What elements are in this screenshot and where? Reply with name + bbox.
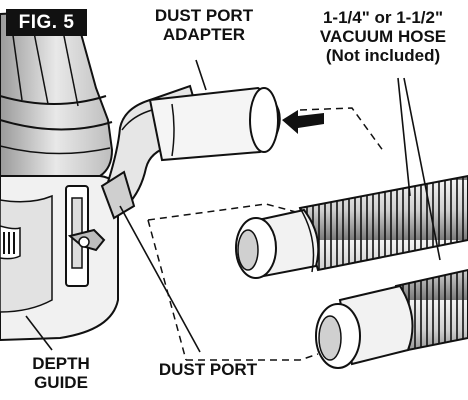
label-dust-port: DUST PORT [158, 360, 258, 379]
label-depth-guide: DEPTH GUIDE [32, 354, 90, 392]
figure-number-badge: FIG. 5 [6, 9, 87, 36]
leader-lines [25, 59, 441, 353]
insert-direction-arrow [282, 110, 324, 134]
alignment-guides [147, 107, 385, 361]
label-vacuum-hose: 1-1/4" or 1-1/2" VACUUM HOSE (Not includ… [319, 8, 447, 65]
label-dust-port-adapter: DUST PORT ADAPTER [154, 6, 254, 44]
vacuum-hose-upper [235, 174, 468, 279]
dust-port [100, 170, 136, 220]
router-body [0, 10, 119, 342]
dust-port-adapter [106, 84, 281, 214]
vacuum-hose-lower [315, 268, 468, 369]
